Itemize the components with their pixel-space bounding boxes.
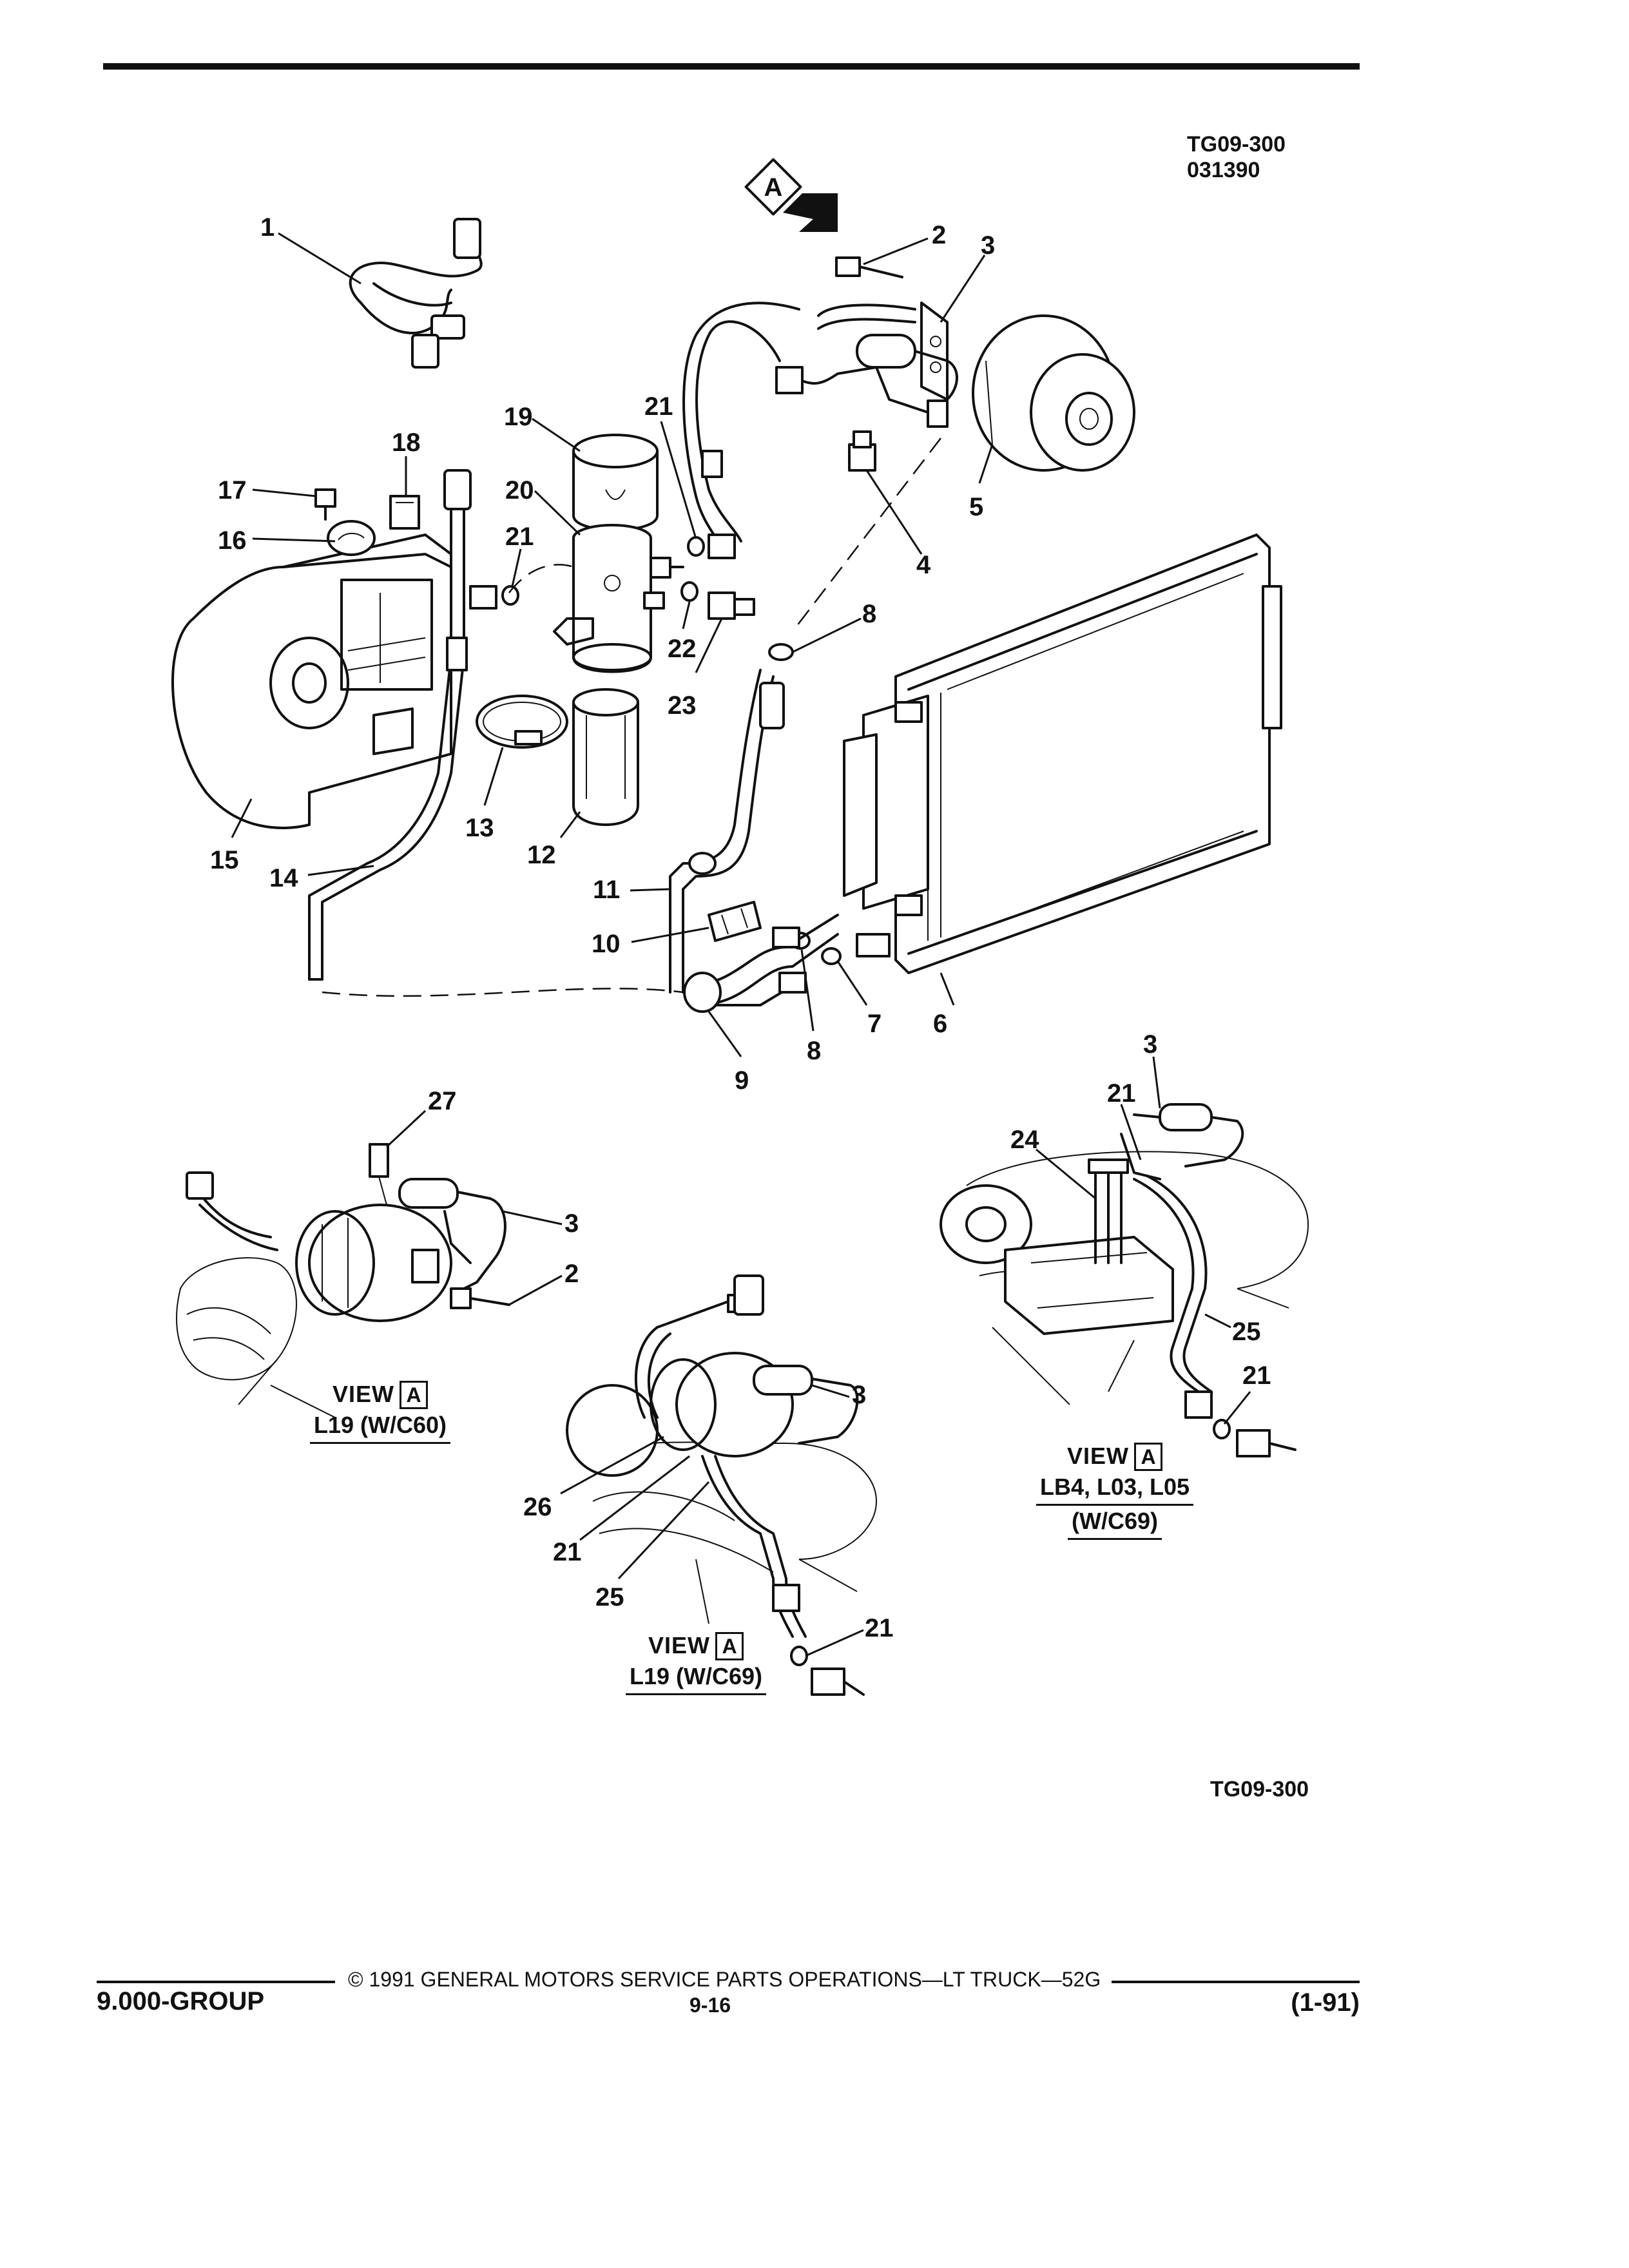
part-8-o-ring-upper: [768, 643, 794, 661]
callout-23: 23: [668, 691, 697, 720]
condenser-bracket: [843, 695, 929, 916]
view-word: VIEW: [332, 1381, 394, 1407]
callout-8-upper: 8: [862, 600, 876, 628]
part-17-screw: [314, 488, 336, 521]
part-21-o-ring-left: [469, 585, 519, 610]
part-13-strap: [476, 695, 568, 749]
part-21-o-ring-right: [687, 533, 736, 559]
view3-callout-21-bottom: 21: [1242, 1361, 1271, 1390]
view-letter-box: A: [715, 1632, 744, 1660]
view-engine-code: L19 (W/C60): [309, 1410, 451, 1444]
part-2-bolt: [835, 256, 903, 278]
callout-8-lower: 8: [807, 1037, 821, 1065]
callout-14: 14: [269, 864, 298, 892]
view-3-lb4-l03-l05: 3 21 24 25 21: [940, 1030, 1309, 1457]
callout-22: 22: [668, 635, 697, 663]
callout-12: 12: [527, 841, 556, 869]
compressor-muffler-assembly: [817, 303, 958, 428]
footer-date: (1-91): [1291, 1988, 1360, 2017]
footer-page-number: 9-16: [689, 1994, 731, 2017]
view2-callout-21-right: 21: [865, 1614, 894, 1642]
footer-group: 9.000-GROUP: [97, 1987, 265, 2015]
part-5-compressor: [972, 314, 1135, 472]
part-18-connector: [389, 495, 420, 530]
part-16-grommet: [327, 520, 376, 556]
part-14-evaporator-tube: [308, 469, 472, 981]
view3-callout-3: 3: [1143, 1030, 1157, 1059]
part-19-cap: [572, 434, 659, 532]
reference-code-block: TG09-300 031390: [1187, 131, 1286, 183]
callout-17: 17: [218, 476, 247, 505]
view-marker-letter: A: [764, 173, 783, 202]
part-7-fitting: [821, 933, 891, 965]
callout-6: 6: [933, 1010, 947, 1038]
callout-16: 16: [218, 526, 247, 555]
callout-2: 2: [932, 221, 946, 249]
view2-callout-3: 3: [852, 1381, 866, 1409]
bottom-reference-code: TG09-300: [1210, 1777, 1309, 1802]
part-4-pressure-switch: [848, 430, 876, 472]
part-11-condenser-line: [669, 669, 785, 994]
leader-dashed-20-21: [508, 564, 574, 593]
callout-10: 10: [592, 930, 621, 958]
footer-rule-left: [97, 1981, 335, 1983]
view2-callout-25: 25: [595, 1583, 624, 1611]
view-letter-box: A: [400, 1381, 428, 1409]
part-22-o-ring: [680, 581, 699, 602]
callout-18: 18: [392, 428, 421, 457]
view3-callout-25: 25: [1232, 1318, 1261, 1346]
callout-5: 5: [969, 493, 983, 521]
callout-4: 4: [916, 551, 931, 579]
view-option-code: (W/C69): [1068, 1506, 1162, 1540]
part-23-switch: [708, 591, 755, 620]
view1-callout-27: 27: [428, 1087, 457, 1115]
main-view-callouts: 1 2 3 4 5 6 7 8 8 9 10 11 12 13 14 15 16: [210, 213, 995, 1095]
part-1-wiring-harness: [349, 218, 483, 369]
view-2-l19-c69: 3 26 21 25 21: [523, 1274, 894, 1696]
part-20-accumulator: [553, 524, 684, 673]
reference-code: TG09-300: [1187, 132, 1286, 157]
leader-dashed-14-9: [322, 987, 684, 997]
callout-1: 1: [260, 213, 275, 242]
part-9-liquid-line: [683, 914, 839, 1013]
part-15-evaporator-housing: [171, 533, 452, 829]
view-a-marker: A: [744, 158, 838, 232]
callout-21-left: 21: [505, 523, 534, 551]
callout-3: 3: [981, 231, 995, 260]
footer-copyright: © 1991 GENERAL MOTORS SERVICE PARTS OPER…: [348, 1968, 1101, 1991]
part-12-accumulator-canister: [572, 688, 639, 826]
part-6-condenser: [894, 533, 1282, 974]
footer-rule-right: [1112, 1981, 1360, 1983]
callout-7: 7: [867, 1010, 882, 1038]
callout-15: 15: [210, 846, 239, 874]
leader-dashed-4-8: [792, 437, 941, 632]
view-letter-box: A: [1134, 1443, 1162, 1471]
view2-callout-26: 26: [523, 1493, 552, 1521]
callout-21-upper: 21: [644, 392, 673, 421]
view-word: VIEW: [648, 1632, 710, 1658]
callout-9: 9: [735, 1066, 749, 1095]
view2-callout-21-left: 21: [553, 1538, 582, 1566]
page-footer: © 1991 GENERAL MOTORS SERVICE PARTS OPER…: [97, 1965, 1360, 2017]
callout-13: 13: [465, 814, 494, 842]
view1-callout-3: 3: [564, 1209, 579, 1238]
top-rule: [103, 63, 1360, 70]
discharge-hose: [682, 302, 878, 555]
view3-callout-24: 24: [1010, 1126, 1039, 1154]
callout-20: 20: [505, 476, 534, 505]
part-10-clip: [708, 901, 762, 942]
callout-11: 11: [593, 876, 620, 904]
callout-19: 19: [504, 403, 533, 431]
view-engine-codes: LB4, L03, L05: [1036, 1472, 1194, 1506]
view3-callout-21-top: 21: [1107, 1079, 1136, 1108]
view-engine-code: L19 (W/C69): [625, 1661, 767, 1695]
view-word: VIEW: [1066, 1443, 1129, 1469]
view-1-l19-c60: 27 3 2: [176, 1087, 579, 1418]
reference-date: 031390: [1187, 158, 1260, 182]
view1-callout-2: 2: [564, 1260, 579, 1288]
